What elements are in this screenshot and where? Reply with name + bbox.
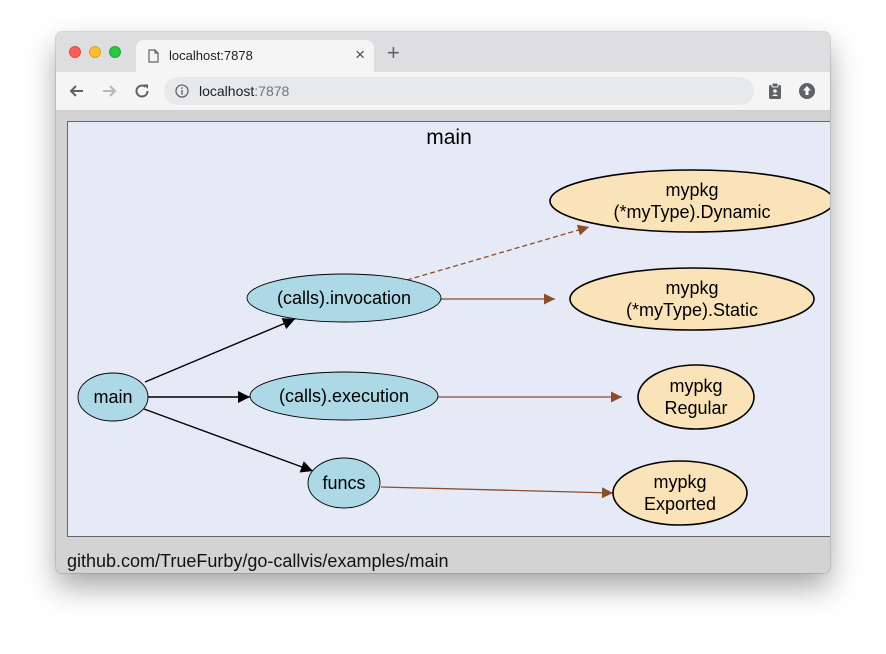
- title-bar: localhost:7878 × +: [56, 32, 830, 72]
- node-shape-funcs: [307, 457, 381, 509]
- node-label-dynamic-1: (*myType).Dynamic: [613, 202, 770, 222]
- tab-title: localhost:7878: [169, 48, 253, 63]
- node-shape-main: [77, 372, 149, 422]
- page-content: main main (calls).invocation (calls).execu…: [56, 111, 830, 573]
- new-tab-button[interactable]: +: [387, 40, 400, 65]
- back-icon[interactable]: [67, 81, 87, 101]
- edge-funcs-exported: [380, 486, 614, 499]
- url-host: localhost: [199, 83, 255, 99]
- node-label-invocation-0: (calls).invocation: [277, 288, 411, 308]
- node-label-main-0: main: [93, 387, 132, 407]
- forward-icon[interactable]: [99, 81, 119, 101]
- node-label-exported-0: mypkg: [653, 472, 706, 492]
- node-shape-execution: [249, 371, 439, 421]
- node-label-funcs-0: funcs: [322, 473, 365, 493]
- node-label-regular-1: Regular: [664, 398, 727, 418]
- node-main[interactable]: main: [77, 372, 149, 422]
- node-shape-invocation: [246, 273, 442, 323]
- browser-window: localhost:7878 × + localhost:7878: [56, 32, 830, 573]
- node-label-static-0: mypkg: [665, 278, 718, 298]
- node-label-regular-0: mypkg: [669, 376, 722, 396]
- browser-tab[interactable]: localhost:7878 ×: [136, 40, 374, 72]
- node-funcs[interactable]: funcs: [307, 457, 381, 509]
- node-label-exported-1: Exported: [644, 494, 716, 514]
- address-bar[interactable]: localhost:7878: [164, 77, 754, 105]
- node-shape-static: [569, 267, 815, 331]
- call-graph: main main (calls).invocation (calls).execu…: [67, 121, 830, 537]
- url-text: localhost:7878: [199, 83, 289, 99]
- node-execution[interactable]: (calls).execution: [249, 371, 439, 421]
- minimize-window-button[interactable]: [89, 46, 101, 58]
- maximize-window-button[interactable]: [109, 46, 121, 58]
- package-path-label: github.com/TrueFurby/go-callvis/examples…: [67, 551, 449, 571]
- edge-main-invocation: [144, 318, 296, 383]
- node-shape-exported: [612, 460, 748, 526]
- clipboard-icon[interactable]: [765, 81, 785, 101]
- url-port: :7878: [254, 83, 290, 99]
- node-label-static-1: (*myType).Static: [626, 300, 758, 320]
- edge-main-funcs: [143, 408, 314, 473]
- node-dynamic[interactable]: mypkg(*myType).Dynamic: [549, 169, 830, 233]
- edges: [143, 224, 622, 499]
- node-shape-dynamic: [549, 169, 830, 233]
- nodes: main (calls).invocation (calls).execution f…: [77, 169, 830, 526]
- upload-icon[interactable]: [797, 81, 817, 101]
- close-window-button[interactable]: [69, 46, 81, 58]
- cluster-label: main: [426, 126, 472, 149]
- browser-toolbar: localhost:7878: [56, 72, 830, 111]
- reload-icon[interactable]: [132, 81, 152, 101]
- node-invocation[interactable]: (calls).invocation: [246, 273, 442, 323]
- page-icon: [148, 49, 159, 63]
- tab-close-button[interactable]: ×: [355, 45, 365, 64]
- node-label-dynamic-0: mypkg: [665, 180, 718, 200]
- node-static[interactable]: mypkg(*myType).Static: [569, 267, 815, 331]
- info-icon[interactable]: [175, 84, 189, 98]
- node-label-execution-0: (calls).execution: [279, 386, 409, 406]
- node-shape-regular: [637, 364, 755, 430]
